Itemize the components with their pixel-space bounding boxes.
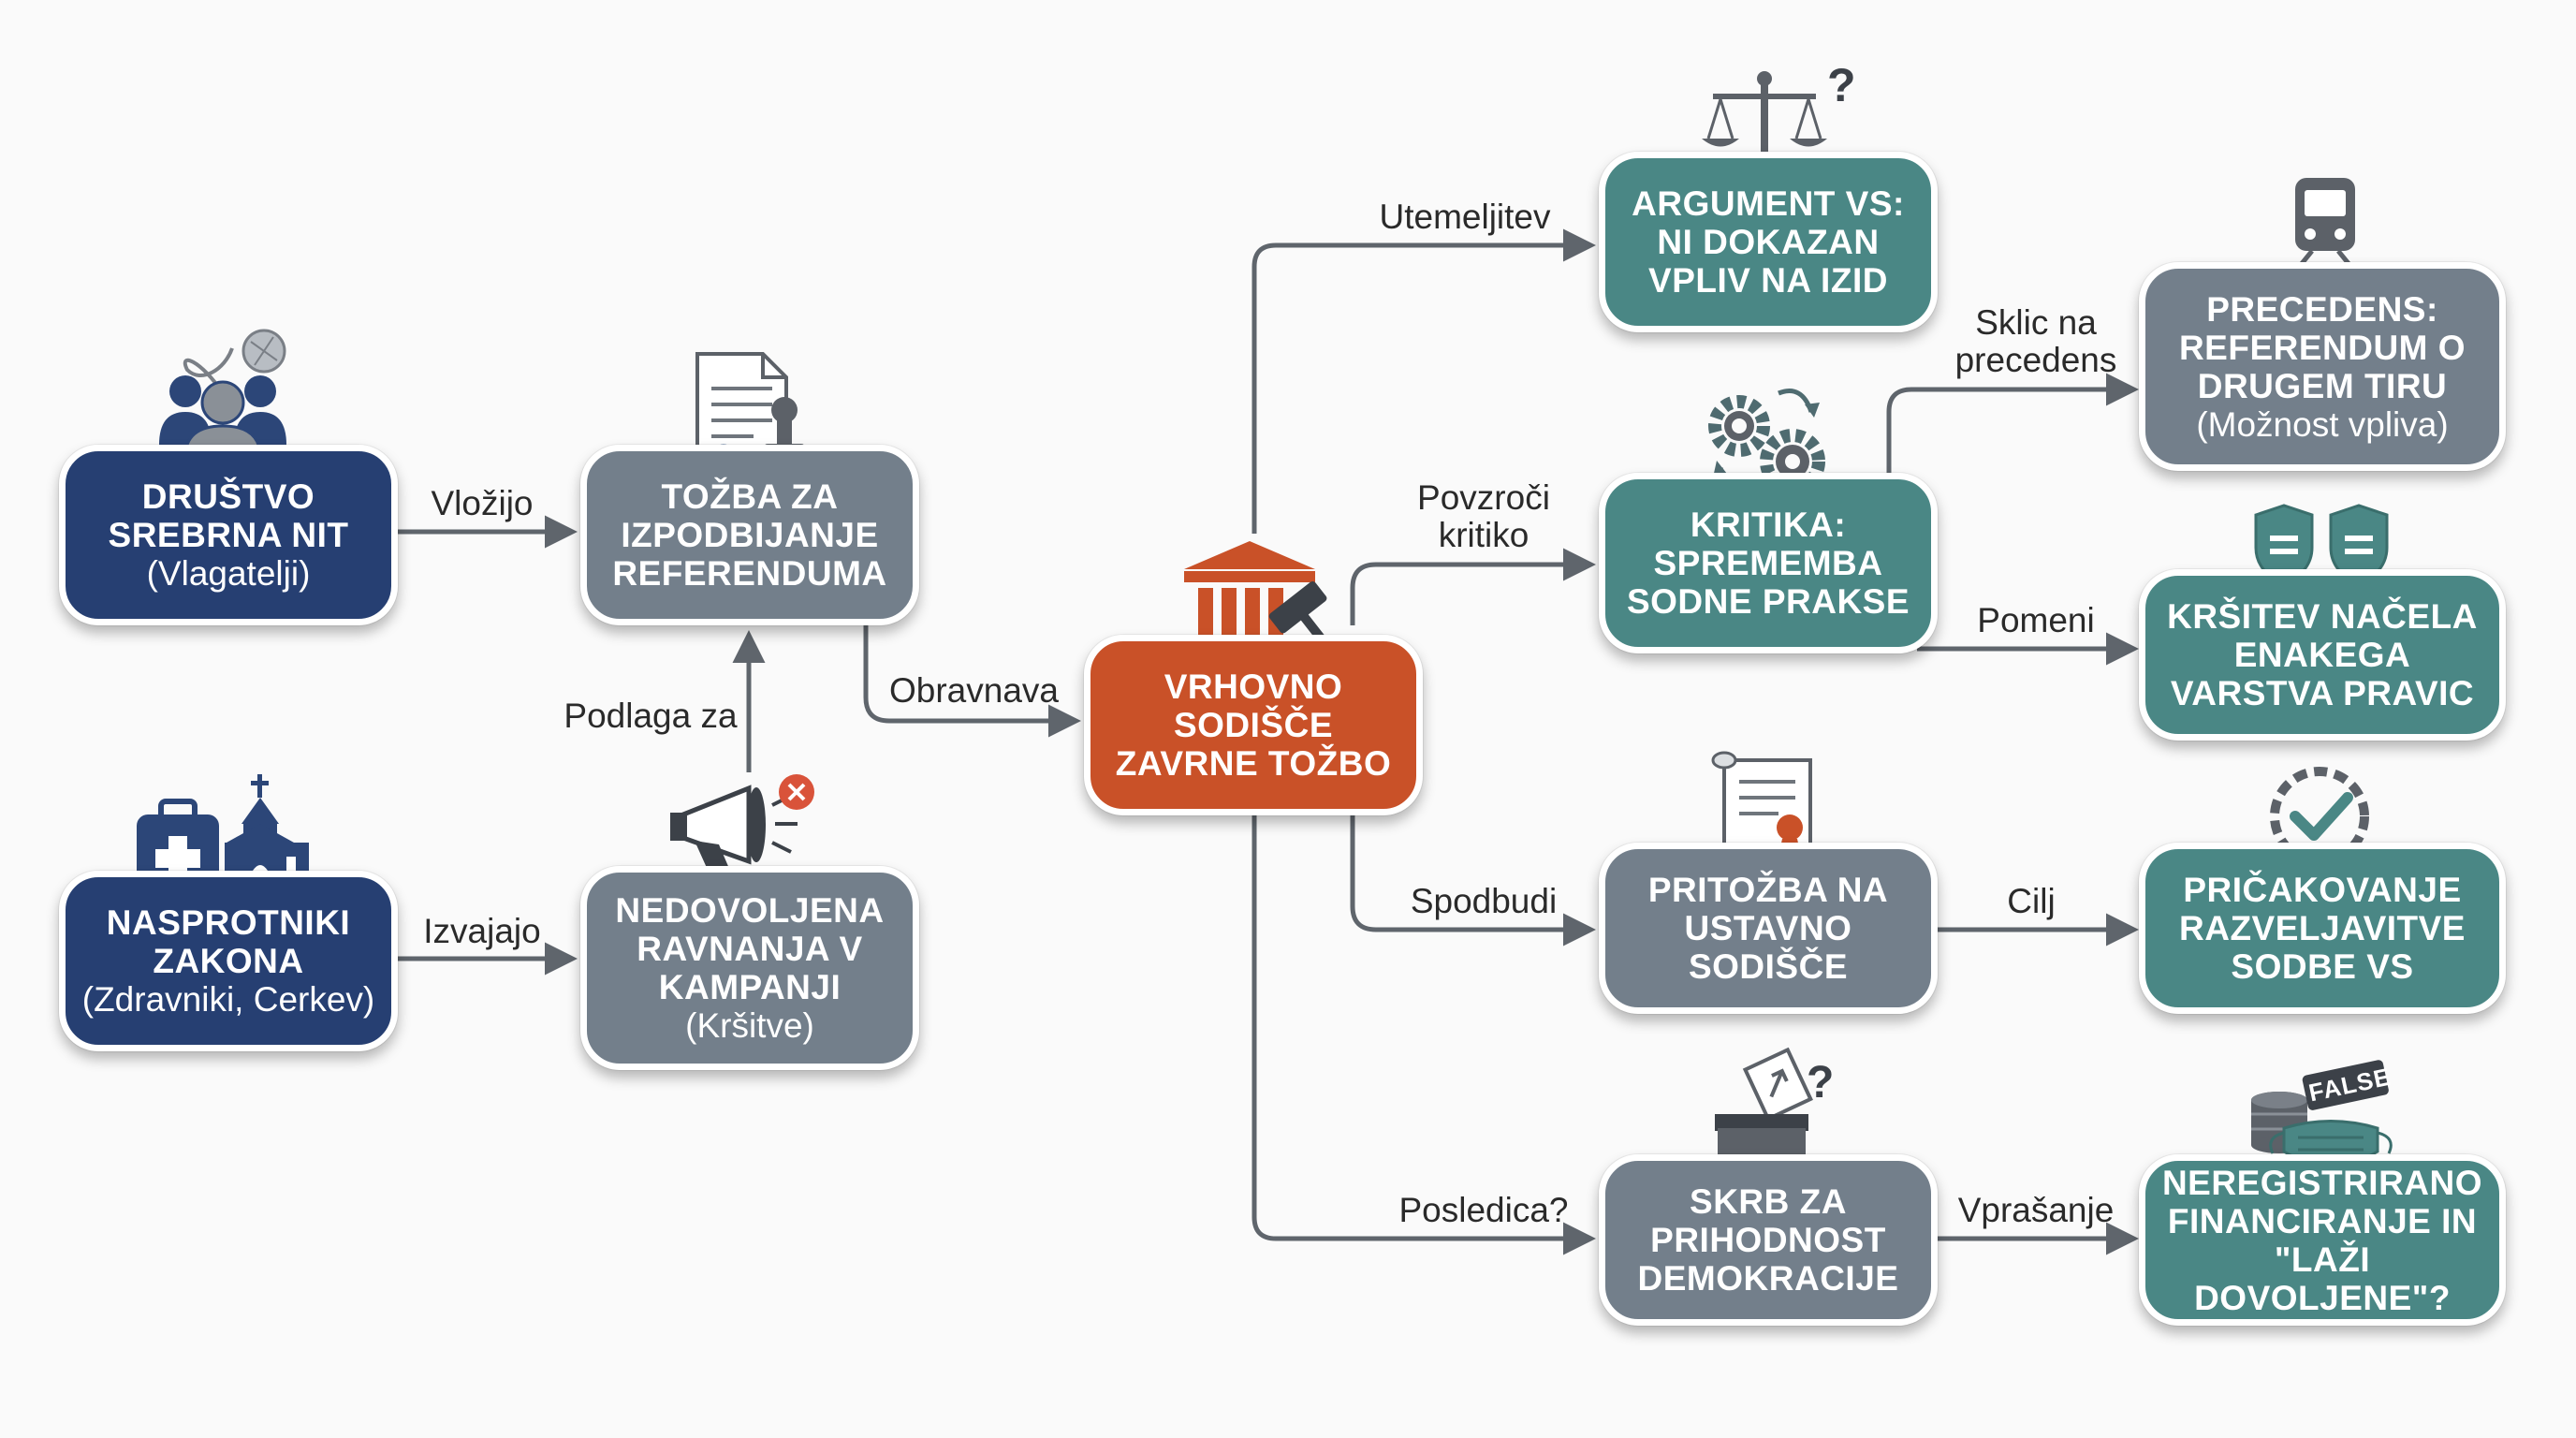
- node-subtitle: (Kršitve): [685, 1006, 814, 1045]
- node-vrhovno-sodisce: VRHOVNO SODIŠČE ZAVRNE TOŽBO: [1084, 635, 1423, 815]
- node-nedovoljena-ravnanja: NEDOVOLJENA RAVNANJA V KAMPANJI (Kršitve…: [580, 866, 919, 1070]
- node-pritozba-ustavno-sodisce: PRITOŽBA NA USTAVNO SODIŠČE: [1599, 843, 1938, 1014]
- node-title: KRITIKA: SPREMEMBA SODNE PRAKSE: [1626, 506, 1910, 621]
- node-title: PRECEDENS: REFERENDUM O DRUGEM TIRU: [2178, 289, 2466, 405]
- edge-label-posledica: Posledica?: [1398, 1191, 1569, 1229]
- edge-posledica: [1251, 813, 1596, 1255]
- node-title: NEDOVOLJENA RAVNANJA V KAMPANJI: [615, 891, 885, 1006]
- node-neregistrirano-financiranje: NEREGISTRIRANO FINANCIRANJE IN "LAŽI DOV…: [2139, 1154, 2506, 1326]
- edge-label-pomeni: Pomeni: [1977, 601, 2095, 639]
- node-title: SKRB ZA PRIHODNOST DEMOKRACIJE: [1637, 1182, 1899, 1298]
- edge-utemeljitev: [1251, 228, 1596, 534]
- svg-text:?: ?: [1807, 1058, 1834, 1108]
- edge-label-utemeljitev: Utemeljitev: [1379, 198, 1551, 236]
- megaphone-with-x-icon: [670, 774, 814, 878]
- node-tozba-za-izpodbijanje: TOŽBA ZA IZPODBIJANJE REFERENDUMA: [580, 445, 919, 625]
- edge-label-podlaga-za: Podlaga za: [564, 697, 738, 735]
- edge-label-vprasanje: Vprašanje: [1957, 1191, 2115, 1229]
- group-of-people-icon: [159, 329, 286, 459]
- node-title: ARGUMENT VS: NI DOKAZAN VPLIV NA IZID: [1632, 184, 1905, 300]
- node-krsitev-nacela: KRŠITEV NAČELA ENAKEGA VARSTVA PRAVIC: [2139, 569, 2506, 741]
- node-pricakovanje-razveljavitve: PRIČAKOVANJE RAZVELJAVITVE SODBE VS: [2139, 843, 2506, 1014]
- node-skrb-za-prihodnost: SKRB ZA PRIHODNOST DEMOKRACIJE: [1599, 1154, 1938, 1326]
- edge-label-vlozijo: Vložijo: [431, 484, 534, 522]
- node-subtitle: (Zdravniki, Cerkev): [81, 980, 375, 1019]
- coins-mask-false-tag-icon: [2251, 1060, 2393, 1167]
- node-title: NEREGISTRIRANO FINANCIRANJE IN "LAŽI DOV…: [2161, 1163, 2483, 1317]
- node-title: NASPROTNIKI ZAKONA: [106, 903, 351, 980]
- edge-label-obravnava: Obravnava: [889, 671, 1059, 710]
- node-kritika: KRITIKA: SPREMEMBA SODNE PRAKSE: [1599, 473, 1938, 653]
- edge-label-cilj: Cilj: [2007, 882, 2056, 920]
- node-argument-vs: ARGUMENT VS: NI DOKAZAN VPLIV NA IZID: [1599, 152, 1938, 332]
- node-subtitle: (Možnost vpliva): [2196, 404, 2449, 444]
- node-nasprotniki-zakona: NASPROTNIKI ZAKONA (Zdravniki, Cerkev): [59, 871, 398, 1051]
- node-title: PRITOŽBA NA USTAVNO SODIŠČE: [1647, 871, 1889, 986]
- node-subtitle: (Vlagatelji): [146, 554, 311, 593]
- node-title: DRUŠTVO SREBRNA NIT: [108, 477, 349, 554]
- node-title: VRHOVNO SODIŠČE ZAVRNE TOŽBO: [1115, 668, 1392, 783]
- edge-label-izvajajo: Izvajajo: [423, 912, 541, 950]
- edge-sklic-na-precedens: [1886, 373, 2139, 473]
- edge-povzroci-kritiko: [1350, 548, 1596, 625]
- edge-label-spodbudi: Spodbudi: [1410, 882, 1558, 920]
- twin-shields-icon: [2254, 504, 2389, 587]
- edge-label-povzroci-kritiko: Povzroči kritiko: [1417, 478, 1550, 554]
- node-title: KRŠITEV NAČELA ENAKEGA VARSTVA PRAVIC: [2167, 597, 2478, 712]
- svg-text:?: ?: [1827, 59, 1856, 111]
- edge-spodbudi: [1350, 813, 1596, 946]
- edge-label-sklic-na-precedens: Sklic na precedens: [1954, 303, 2117, 379]
- node-precedens: PRECEDENS: REFERENDUM O DRUGEM TIRU (Mož…: [2139, 262, 2506, 471]
- node-title: TOŽBA ZA IZPODBIJANJE REFERENDUMA: [612, 477, 887, 593]
- node-title: PRIČAKOVANJE RAZVELJAVITVE SODBE VS: [2179, 871, 2466, 986]
- node-drustvo-srebrna-nit: DRUŠTVO SREBRNA NIT (Vlagatelji): [59, 445, 398, 625]
- edge-obravnava: [863, 625, 1081, 738]
